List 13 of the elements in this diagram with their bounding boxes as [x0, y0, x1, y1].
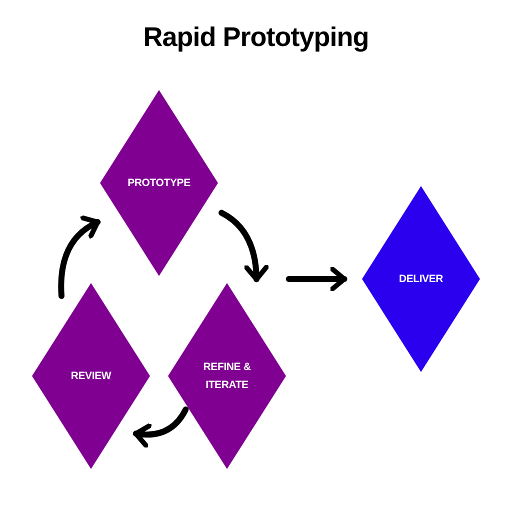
diamond [100, 90, 218, 276]
arrow [286, 266, 348, 292]
title: Rapid Prototyping [143, 22, 369, 53]
diamond [168, 283, 286, 469]
node-label: REFINE & ITERATE [202, 360, 252, 393]
arrow [132, 406, 189, 448]
diamond [362, 186, 480, 372]
node-label: DELIVER [398, 272, 444, 287]
arrow [218, 210, 269, 282]
arrow [58, 216, 101, 300]
node-label: PROTOTYPE [127, 176, 191, 191]
node-label: REVIEW [70, 368, 112, 384]
diamond [32, 283, 150, 469]
